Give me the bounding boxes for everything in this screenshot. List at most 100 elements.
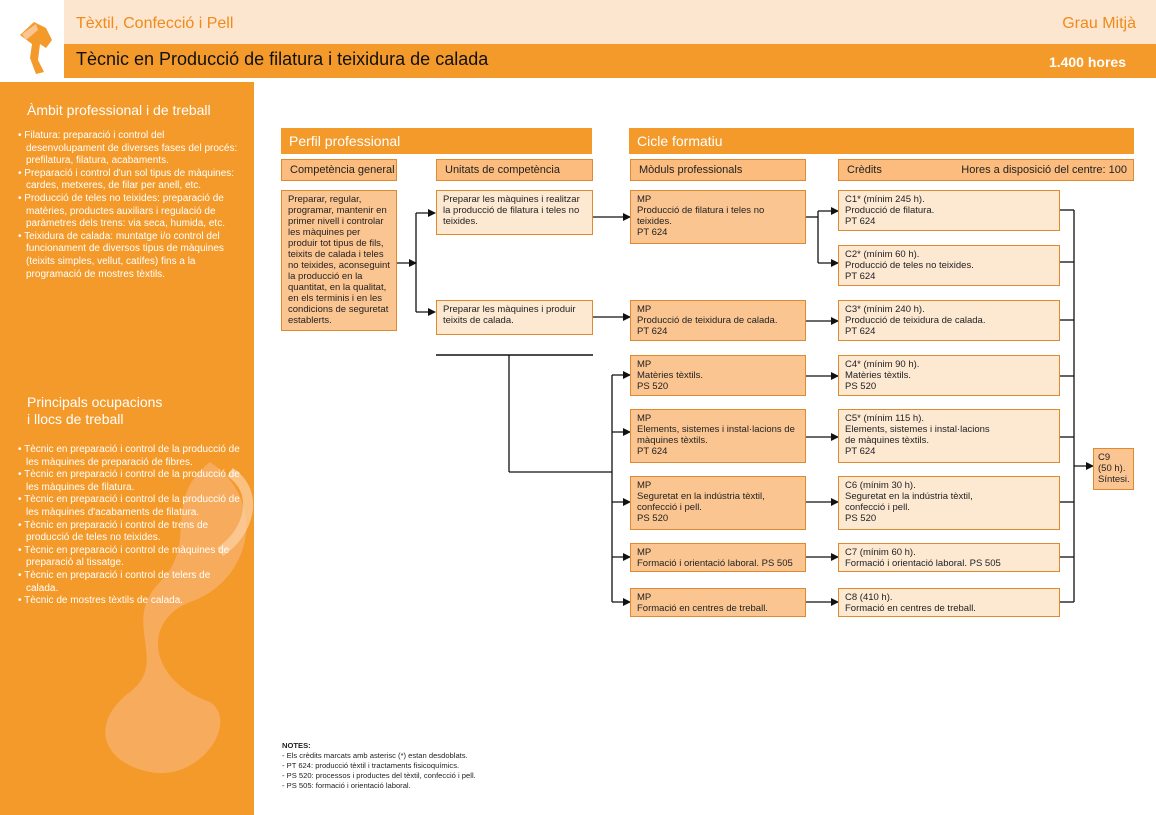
credit-line: C3* (mínim 240 h). [845,304,925,315]
credit-box: C2* (mínim 60 h). Producció de teles no … [838,245,1060,286]
credits-label: Crèdits [847,164,882,176]
note-line: - Els crèdits marcats amb asterisc (*) e… [282,751,468,760]
ocupacions-title-line: Principals ocupacions [27,394,163,410]
modul-line: màquines tèxtils. [637,435,708,446]
modul-line: MP [637,480,652,491]
total-hours: 1.400 hores [1048,54,1126,70]
credit-line: PS 520 [845,513,877,524]
credit-line: C1* (mínim 245 h). [845,194,925,205]
modul-line: MP [637,413,652,424]
credit-line: Producció de filatura. [845,205,935,216]
credit-line: de màquines tèxtils. [845,435,929,446]
credits-header: Crèdits Hores a disposició del centre: 1… [838,159,1134,181]
professional-family: Tèxtil, Confecció i Pell [76,15,234,32]
modul-box: MP Formació en centres de treball. [630,588,806,617]
modul-line: Producció de teixidura de calada. [637,315,778,326]
credit-line: C6 (mínim 30 h). [845,480,916,491]
grade-level: Grau Mitjà [1062,15,1136,32]
modul-line: PT 624 [637,326,668,337]
modul-line: PT 624 [637,227,668,238]
credit-line: Producció de teixidura de calada. [845,315,986,326]
ambit-title: Àmbit professional i de treball [27,102,211,118]
credit-box: C8 (410 h). Formació en centres de treba… [838,588,1060,617]
perfil-professional-header: Perfil professional [281,128,592,154]
unit-box: Preparar les màquines i produir teixits … [436,300,593,335]
synthesis-credit-box: C9 (50 h). Síntesi. [1093,448,1134,490]
modul-box: MP Producció de teixidura de calada. PT … [630,300,806,341]
header-top-band [0,0,1156,44]
ocupacio-item: • Tècnic en preparació i control de tele… [18,569,211,594]
credit-line: Elements, sistemes i instal·lacions [845,424,990,435]
credit-line: Producció de teles no teixides. [845,260,974,271]
credit-box: C1* (mínim 245 h). Producció de filatura… [838,190,1060,231]
modul-line: Matèries tèxtils. [637,370,703,381]
credit-line: confecció i pell. [845,502,910,513]
modul-box: MP Producció de filatura i teles no teix… [630,190,806,244]
ocupacio-item: • Tècnic en preparació i control de la p… [18,494,240,518]
credit-line: PT 624 [845,446,876,457]
unit-box: Preparar les màquines i realitzar la pro… [436,190,593,235]
notes-title: NOTES: [282,741,311,750]
modul-line: PS 520 [637,381,669,392]
credit-line: C7 (mínim 60 h). [845,547,916,558]
textile-spool-logo-icon [20,22,52,74]
modul-line: MP [637,194,652,205]
credit-line: C4* (mínim 90 h). [845,359,920,370]
credit-box: C3* (mínim 240 h). Producció de teixidur… [838,300,1060,341]
credit-line: Formació en centres de treball. [845,603,976,614]
credit-box: C6 (mínim 30 h). Seguretat en la indústr… [838,476,1060,530]
synthesis-line: C9 [1098,452,1111,463]
credit-line: Formació i orientació laboral. PS 505 [845,558,1001,569]
synthesis-line: Síntesi. [1098,474,1130,485]
modul-line: Producció de filatura i teles no [637,205,765,216]
logo-area [0,0,64,82]
centre-hours: Hores a disposició del centre: 100 [961,164,1127,176]
modul-line: PT 624 [637,446,668,457]
modul-line: Formació en centres de treball. [637,603,768,614]
credit-box: C5* (mínim 115 h). Elements, sistemes i … [838,409,1060,463]
ocupacio-item: • Tècnic de mostres tèxtils de calada. [18,595,184,607]
page-title: Tècnic en Producció de filatura i teixid… [76,49,489,69]
modul-line: PS 520 [637,513,669,524]
ocupacio-item: • Tècnic en preparació i control de la p… [18,469,240,493]
sidebar: Àmbit professional i de treball • Filatu… [0,82,254,815]
ocupacions-title-line: i llocs de treball [27,411,124,427]
synthesis-line: (50 h). [1098,463,1126,474]
ambit-item: • Teixidura de calada: muntatge i/o cont… [18,230,224,280]
modul-box: MP Matèries tèxtils. PS 520 [630,355,806,396]
modul-line: MP [637,304,652,315]
modul-box: MP Seguretat en la indústria tèxtil, con… [630,476,806,530]
credit-line: Seguretat en la indústria tèxtil, [845,491,973,502]
credit-line: Matèries tèxtils. [845,370,911,381]
modul-box: MP Formació i orientació laboral. PS 505 [630,543,806,572]
credit-line: PS 520 [845,381,877,392]
note-line: - PT 624: producció tèxtil i tractaments… [282,761,460,770]
modul-line: teixides. [637,216,672,227]
ambit-item: • Filatura: preparació i control del des… [18,130,238,167]
ocupacio-item: • Tècnic en preparació i control de la p… [18,444,240,468]
note-line: - PS 505: formació i orientació laboral. [282,781,411,790]
credit-line: C8 (410 h). [845,592,893,603]
moduls-professionals-header: Mòduls professionals [630,159,806,181]
ambit-list: • Filatura: preparació i control del des… [18,130,244,281]
credit-line: C5* (mínim 115 h). [845,413,925,424]
header-title-band [64,44,1156,78]
ocupacio-item: • Tècnic en preparació i control de màqu… [18,544,230,569]
ambit-item: • Preparació i control d'un sol tipus de… [18,167,235,192]
modul-line: Formació i orientació laboral. PS 505 [637,558,793,569]
ambit-item: • Producció de teles no teixides: prepar… [18,192,225,230]
credit-line: C2* (mínim 60 h). [845,249,920,260]
competencia-general-header: Competència general [281,159,397,181]
credit-line: PT 624 [845,216,876,227]
competencia-general-box: Preparar, regular, programar, mantenir e… [281,190,397,331]
modul-line: MP [637,592,652,603]
credit-line: PT 624 [845,271,876,282]
ocupacio-item: • Tècnic en preparació i control de tren… [18,519,209,544]
modul-line: Seguretat en la indústria tèxtil, [637,491,765,502]
modul-line: MP [637,547,652,558]
credit-box: C4* (mínim 90 h). Matèries tèxtils. PS 5… [838,355,1060,396]
modul-line: confecció i pell. [637,502,702,513]
note-line: - PS 520: processos i productes del tèxt… [282,771,476,780]
cicle-formatiu-header: Cicle formatiu [629,128,1134,154]
